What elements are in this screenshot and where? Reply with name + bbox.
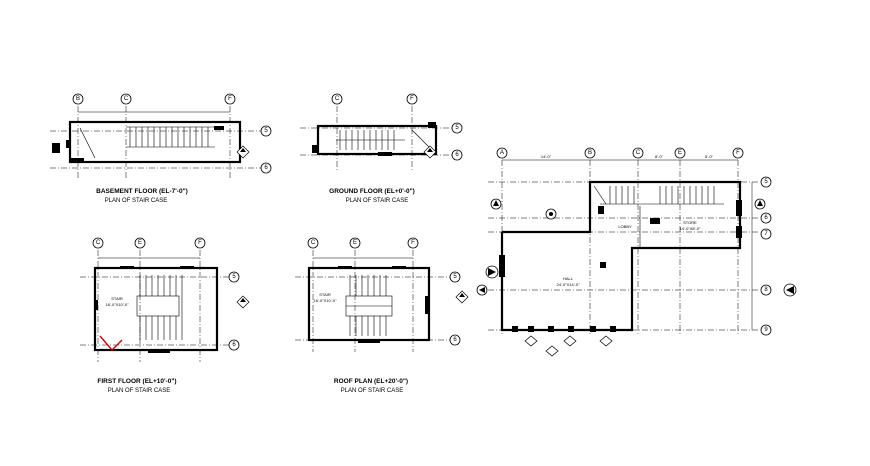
roof-grid-bubble-right-0: 5 [449, 271, 461, 283]
hall-grid-bubble-right-2: 7 [760, 228, 772, 240]
hall-grid-bubble-right-1: 6 [760, 212, 772, 224]
hall-grid-bubble-top-3: E [674, 147, 686, 159]
first-room-size: 16'-0"X10'-0" [105, 302, 129, 307]
first-grid-bubble-right-0: 5 [228, 271, 240, 283]
roof-plan-title: ROOF PLAN (EL+20'-0") [334, 378, 408, 385]
section-marker-bottom [524, 335, 613, 357]
svg-text:7: 7 [764, 231, 768, 237]
svg-text:B: B [588, 150, 592, 156]
svg-text:6: 6 [764, 215, 768, 221]
svg-text:5: 5 [455, 125, 459, 131]
roof-plan-subtitle: PLAN OF STAIR CASE [341, 388, 404, 394]
svg-text:6: 6 [455, 152, 459, 158]
svg-text:F: F [228, 96, 232, 102]
ground-grid-bubble-top-0: C [331, 93, 343, 105]
svg-text:8: 8 [764, 287, 768, 293]
ground-grid-bubble-right-1: 6 [451, 149, 463, 161]
hall-grid-bubble-right-4: 9 [760, 324, 772, 336]
basement-grid-bubble-top-2: F [224, 93, 236, 105]
first-grid-bubble-top-2: F [194, 237, 206, 249]
svg-text:5: 5 [264, 128, 268, 134]
ground-plan-title: GROUND FLOOR (EL+0'-0") [329, 188, 415, 195]
first-floor-plan: C E F 5 6 STAIR 16'-0"X10'-0" FIRST FLOO… [80, 237, 250, 394]
svg-text:C: C [124, 96, 129, 102]
hall-grid-bubble-top-1: B [584, 147, 596, 159]
first-plan-title: FIRST FLOOR (EL+10'-0") [97, 378, 176, 385]
hall-dim-top-1: 8'-0" [655, 154, 664, 159]
hall-grid-bubble-right-0: 5 [760, 176, 772, 188]
svg-text:C: C [335, 96, 340, 102]
svg-text:F: F [198, 240, 202, 246]
svg-text:E: E [353, 240, 357, 246]
section-marker-right [783, 283, 797, 297]
roof-grid-bubble-top-1: E [349, 237, 361, 249]
first-room-label: STAIR [111, 296, 123, 301]
svg-text:6: 6 [264, 165, 268, 171]
roof-plan: C E F 5 6 STAIR 16'-0"X10'-0" ROOF PLAN … [295, 237, 469, 394]
basement-grid-bubble-top-0: B [72, 93, 84, 105]
svg-text:C: C [96, 240, 101, 246]
ground-plan-subtitle: PLAN OF STAIR CASE [346, 198, 409, 204]
svg-text:E: E [138, 240, 142, 246]
store-size: 14'-0"X8'-0" [680, 226, 701, 231]
lobby-label: LOBBY [618, 224, 632, 229]
svg-text:5: 5 [232, 274, 236, 280]
section-marker-b [545, 208, 557, 220]
svg-text:A: A [500, 150, 504, 156]
hall-grid-bubble-top-2: C [632, 147, 644, 159]
basement-plan: B C F 5 6 BASEMENT FLOOR (EL-7'-0") PLAN… [50, 93, 272, 204]
svg-text:F: F [736, 150, 740, 156]
hall-dim-top-0: 14'-0" [541, 154, 552, 159]
hall-plan: 14'-0" 8'-0" 8'-0" HA [476, 147, 797, 357]
svg-text:E: E [678, 150, 682, 156]
roof-grid-bubble-top-2: F [407, 237, 419, 249]
hall-grid-bubble-top-4: F [732, 147, 744, 159]
svg-text:5: 5 [453, 274, 457, 280]
roof-grid-bubble-top-0: C [307, 237, 319, 249]
ground-plan: C F 5 6 GROUND FLOOR (EL+0'-0") PLAN OF … [300, 93, 463, 204]
svg-text:F: F [410, 96, 414, 102]
svg-text:C: C [636, 150, 641, 156]
roof-grid-bubble-right-1: 6 [449, 334, 461, 346]
basement-grid-bubble-right-0: 5 [260, 125, 272, 137]
hall-label: HALL [563, 276, 574, 281]
first-grid-bubble-right-1: 6 [228, 339, 240, 351]
svg-text:6: 6 [453, 337, 457, 343]
hall-grid-bubble-top-0: A [496, 147, 508, 159]
hall-grid-bubble-right-3: 8 [760, 284, 772, 296]
svg-text:B: B [76, 96, 80, 102]
ground-grid-bubble-right-0: 5 [451, 122, 463, 134]
store-label: STORE [683, 220, 697, 225]
svg-text:F: F [411, 240, 415, 246]
basement-plan-subtitle: PLAN OF STAIR CASE [105, 198, 168, 204]
svg-text:6: 6 [232, 342, 236, 348]
basement-grid-bubble-right-1: 6 [260, 162, 272, 174]
roof-room-size: 16'-0"X10'-0" [313, 298, 337, 303]
section-marker-d [754, 198, 766, 210]
svg-text:9: 9 [764, 327, 768, 333]
basement-plan-title: BASEMENT FLOOR (EL-7'-0") [96, 188, 188, 195]
section-marker-left [485, 265, 499, 279]
ground-grid-bubble-top-1: F [406, 93, 418, 105]
section-marker-a [490, 198, 502, 210]
hall-size: 24'-0"X14'-0" [556, 282, 580, 287]
first-grid-bubble-top-1: E [134, 237, 146, 249]
first-grid-bubble-top-0: C [92, 237, 104, 249]
first-plan-subtitle: PLAN OF STAIR CASE [108, 388, 171, 394]
section-marker-c [476, 284, 488, 296]
roof-room-label: STAIR [319, 292, 331, 297]
basement-grid-bubble-top-1: C [120, 93, 132, 105]
svg-text:C: C [311, 240, 316, 246]
svg-text:5: 5 [764, 179, 768, 185]
hall-dim-top-2: 8'-0" [705, 154, 714, 159]
